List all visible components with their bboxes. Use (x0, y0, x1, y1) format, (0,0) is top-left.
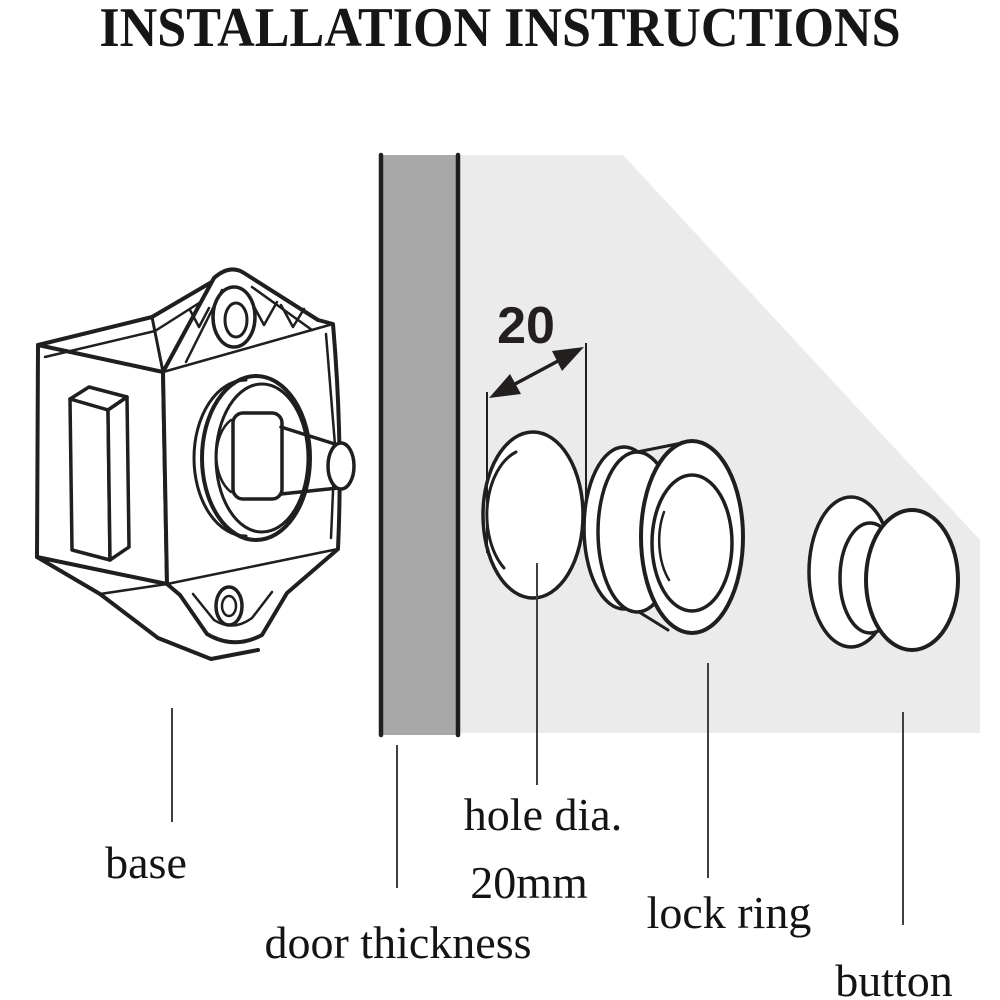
button-front-face (864, 508, 960, 652)
top-screw-hole-inner (223, 301, 249, 339)
label-base: base (105, 837, 187, 888)
button-drawing (807, 495, 960, 652)
dimension-shaft (514, 359, 559, 386)
label-hole-dia-line1: hole dia. (463, 789, 623, 840)
lock-ring-hole-depth-arc (657, 510, 671, 582)
pin-shaft (279, 425, 340, 496)
base-bracket-inner (98, 582, 169, 596)
hole-ellipse (481, 430, 585, 600)
bottom-screw-hole-inner (220, 594, 238, 618)
plate-bottom-edge (165, 547, 340, 586)
page-title: INSTALLATION INSTRUCTIONS (99, 0, 901, 59)
label-hole-dia-line2: 20mm (470, 857, 588, 908)
base-part-drawing (35, 267, 356, 661)
latch-bar-front (68, 397, 112, 562)
latch-bar-side (106, 395, 131, 562)
pin-end-cap (326, 441, 356, 491)
leader-lines (171, 563, 904, 925)
dimension-arrow (486, 343, 587, 553)
door-panel (378, 152, 461, 738)
dimension-arrowhead-right (552, 347, 584, 371)
label-door-thickness: door thickness (264, 917, 532, 968)
nut-back-arc (215, 418, 233, 494)
plate-top-edge (161, 322, 335, 374)
label-lock-ring: lock ring (646, 887, 812, 938)
square-nut (231, 411, 284, 501)
bottom-screw-hole-outer (214, 585, 244, 627)
base-housing-back-edge (150, 315, 165, 374)
label-button: button (835, 955, 953, 1000)
lock-ring-drawing (582, 439, 745, 635)
lock-ring-inner-hole (650, 473, 734, 613)
base-bracket-outer (35, 555, 260, 661)
hole-drawing (481, 430, 585, 600)
dimension-arrowhead-left (489, 374, 521, 398)
boss-back-arc (192, 378, 248, 538)
door-panel-fill (379, 155, 460, 735)
dimension-value: 20 (497, 297, 555, 355)
